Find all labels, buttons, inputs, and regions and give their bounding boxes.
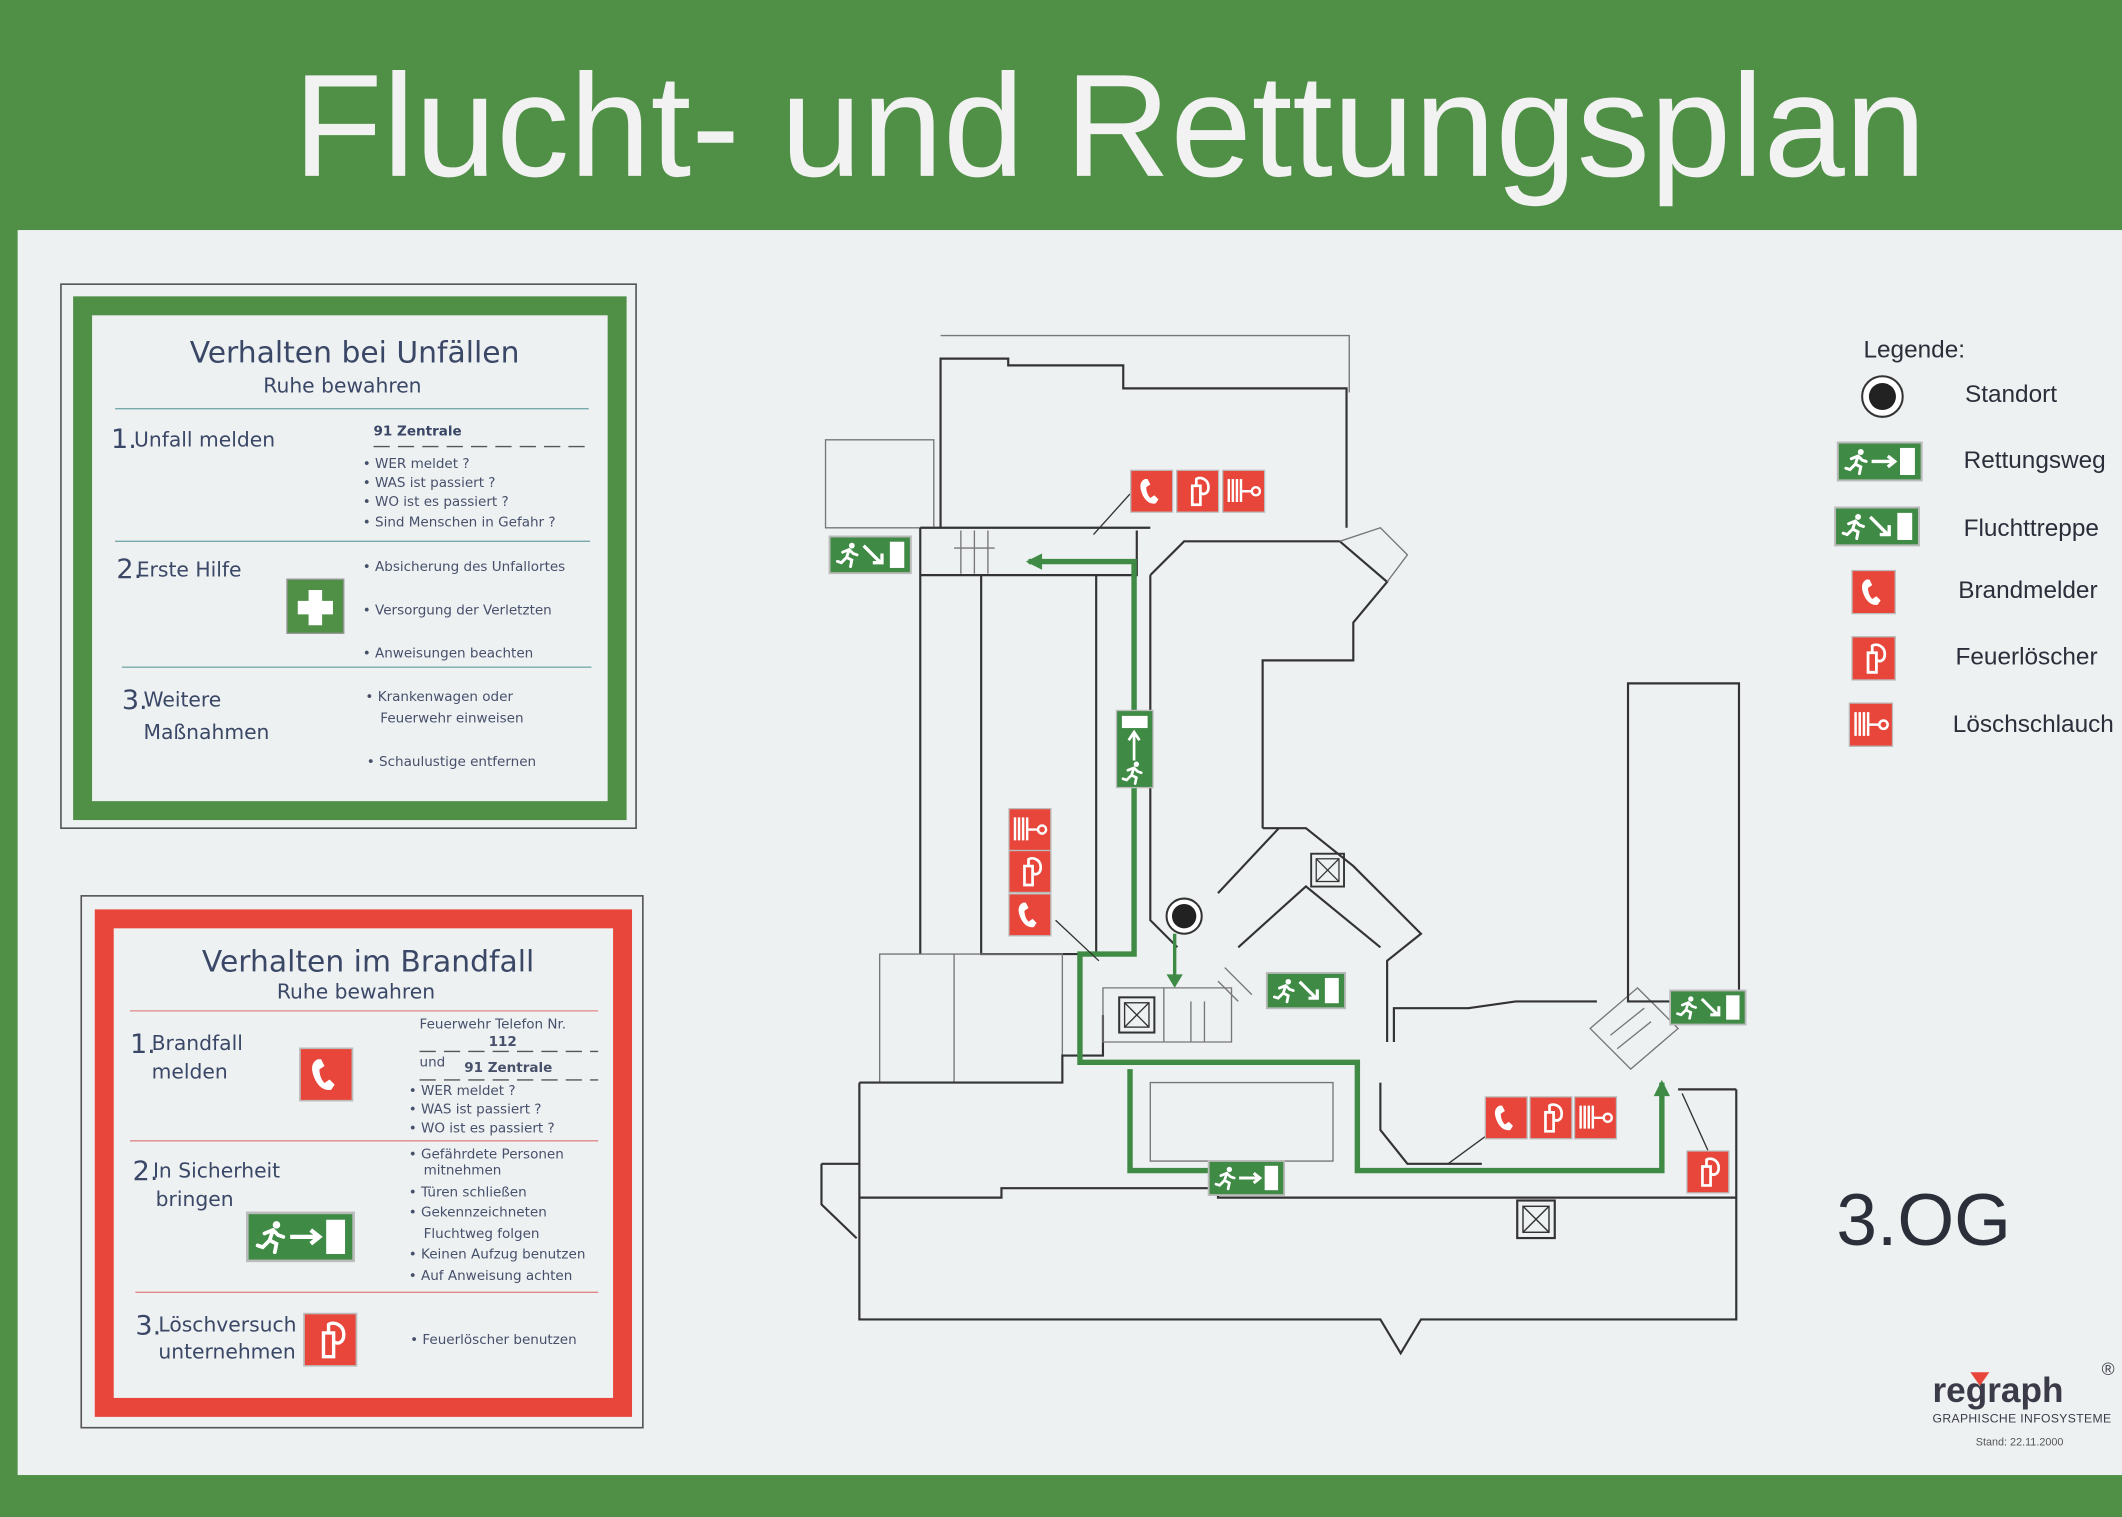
first-aid-icon	[286, 578, 345, 635]
bullet: • WER meldet ?	[409, 1083, 516, 1099]
fire-hose-icon	[1222, 469, 1266, 513]
fire-alarm-icon	[1484, 1096, 1528, 1140]
logo-tagline: GRAPHISCHE INFOSYSTEME	[1932, 1411, 2111, 1425]
bullet-continued: Fluchtweg folgen	[424, 1226, 540, 1242]
and-label: und	[420, 1054, 446, 1070]
legend-title: Legende:	[1863, 336, 1965, 363]
bullet: • WO ist es passiert ?	[409, 1121, 555, 1137]
accident-subtitle: Ruhe bewahren	[263, 373, 421, 397]
bullet: • Absicherung des Unfallortes	[363, 559, 566, 575]
phone-number: 91 Zentrale	[374, 424, 462, 440]
accident-box: Verhalten bei Unfällen Ruhe bewahren 1. …	[60, 283, 637, 830]
bullet: • WAS ist passiert ?	[409, 1102, 542, 1118]
escape-route-sign-vertical	[1115, 709, 1154, 789]
logo-wordmark: regraph	[1932, 1371, 2063, 1410]
legend-label: Fluchttreppe	[1964, 515, 2099, 542]
step-number: 2.	[116, 554, 142, 585]
step-number: 2.	[133, 1156, 159, 1187]
step-label: bringen	[156, 1187, 234, 1211]
elevator-icon	[1516, 1199, 1556, 1240]
escape-stair-icon	[1835, 507, 1919, 545]
bullet-continued: Feuerwehr einweisen	[380, 711, 523, 727]
step-label: melden	[152, 1060, 228, 1084]
step-label: Weitere	[143, 687, 221, 711]
registered-mark: ®	[2102, 1359, 2115, 1379]
phone-label: Feuerwehr Telefon Nr.	[420, 1016, 567, 1032]
fire-extinguisher-icon	[1686, 1150, 1730, 1194]
fire-hose-icon	[1573, 1096, 1618, 1140]
bullet: • WO ist es passiert ?	[363, 494, 509, 510]
white-panel	[17, 230, 2122, 1476]
fire-alarm-icon	[1130, 469, 1174, 513]
step-label: Erste Hilfe	[137, 557, 242, 581]
bullet: • Gekennzeichneten	[409, 1205, 547, 1221]
fire-extinguisher-icon	[1176, 469, 1220, 513]
bullet: • Sind Menschen in Gefahr ?	[363, 514, 556, 530]
escape-route-line	[1028, 558, 1665, 1174]
fire-extinguisher-icon	[1851, 636, 1896, 681]
step-label: Löschversuch	[158, 1313, 296, 1337]
elevator-icon	[1118, 996, 1156, 1034]
bullet: • Versorgung der Verletzten	[363, 602, 552, 618]
escape-stair-sign	[1267, 973, 1345, 1008]
legend-label: Standort	[1965, 381, 2057, 408]
floor-plan	[820, 334, 1746, 1356]
legend-label: Löschschlauch	[1953, 711, 2114, 738]
escape-stair-sign	[1670, 990, 1746, 1024]
escape-route-sign	[1209, 1161, 1285, 1195]
fire-extinguisher-icon	[1529, 1096, 1573, 1140]
plan-date: Stand: 22.11.2000	[1976, 1436, 2064, 1448]
phone-number-2: 91 Zentrale	[464, 1060, 552, 1076]
fire-box: Verhalten im Brandfall Ruhe bewahren 1. …	[80, 895, 644, 1429]
step-number: 1.	[130, 1029, 156, 1060]
step-label: Maßnahmen	[143, 720, 269, 744]
fire-alarm-icon	[1851, 569, 1896, 615]
escape-stair-sign	[830, 536, 911, 573]
logo: regraph ® GRAPHISCHE INFOSYSTEME Stand: …	[1932, 1359, 2114, 1448]
step-label: Unfall melden	[134, 428, 275, 452]
fire-extinguisher-icon	[1008, 849, 1052, 894]
legend-label: Brandmelder	[1958, 577, 2097, 604]
fire-subtitle: Ruhe bewahren	[277, 980, 435, 1004]
bullet: • Feuerlöscher benutzen	[410, 1332, 577, 1348]
bullet: • Schaulustige entfernen	[367, 754, 536, 770]
bullet: • WAS ist passiert ?	[363, 475, 496, 491]
bullet: • Krankenwagen oder	[365, 689, 513, 705]
elevator-icon	[1310, 852, 1345, 888]
fire-hose-icon	[1008, 807, 1052, 852]
floor-label: 3.OG	[1836, 1180, 2011, 1261]
step-number: 3.	[122, 685, 148, 716]
step-label: In Sicherheit	[153, 1158, 280, 1182]
fire-alarm-icon	[1008, 893, 1052, 937]
legend: Legende: Standort Rettungsweg Fluchttrep…	[1835, 336, 2114, 747]
escape-route-icon	[1838, 443, 1922, 481]
escape-route-icon	[247, 1213, 353, 1261]
fire-extinguisher-icon	[302, 1312, 359, 1367]
bullet: • Türen schließen	[409, 1184, 527, 1200]
bullet: • Anweisungen beachten	[363, 646, 534, 662]
step-label: unternehmen	[158, 1340, 295, 1364]
legend-label: Feuerlöscher	[1956, 643, 2098, 670]
escape-route-line	[1127, 1069, 1212, 1174]
bullet: • WER meldet ?	[363, 456, 470, 472]
accident-title: Verhalten bei Unfällen	[190, 336, 520, 371]
bullet: • Gefährdete Personen	[409, 1146, 564, 1162]
step-number: 3.	[135, 1310, 161, 1341]
fire-alarm-phone-icon	[299, 1047, 354, 1102]
plan-title: Flucht- und Rettungsplan	[293, 44, 1926, 207]
fire-hose-icon	[1848, 702, 1894, 747]
bullet-continued: mitnehmen	[424, 1163, 502, 1179]
phone-number: 112	[489, 1034, 517, 1050]
fire-title: Verhalten im Brandfall	[202, 945, 534, 980]
bullet: • Keinen Aufzug benutzen	[409, 1247, 586, 1263]
legend-label: Rettungsweg	[1964, 447, 2106, 474]
step-number: 1.	[111, 424, 137, 455]
step-label: Brandfall	[152, 1031, 243, 1055]
bullet: • Auf Anweisung achten	[409, 1268, 573, 1284]
